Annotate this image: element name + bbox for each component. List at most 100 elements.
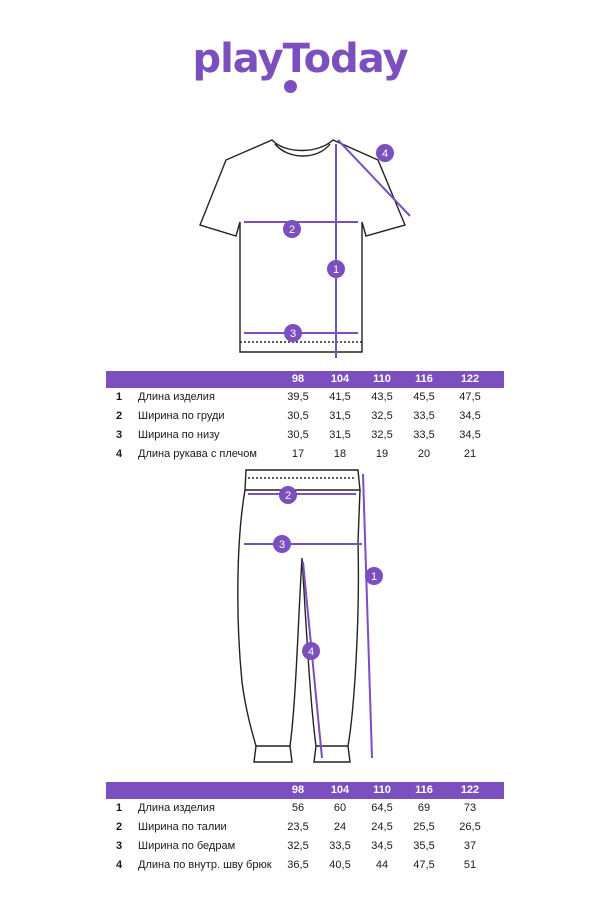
row-label: Ширина по бедрам — [138, 840, 236, 852]
row-label: Ширина по низу — [138, 429, 220, 441]
pants-size-table: 98 104 110 116 122 1 Длина изделия 56 60… — [106, 782, 504, 875]
pants-waistband — [244, 469, 361, 491]
cell: 64,5 — [371, 802, 393, 814]
row-number: 2 — [116, 410, 123, 422]
row-label: Ширина по груди — [138, 410, 225, 422]
cell: 24 — [333, 821, 347, 833]
cell: 43,5 — [371, 391, 393, 403]
cell: 73 — [463, 802, 477, 814]
row-number: 2 — [116, 821, 123, 833]
size-header: 104 — [330, 784, 350, 796]
marker-3 — [273, 535, 291, 553]
tshirt-markers: 4 2 1 3 — [283, 144, 394, 342]
cell: 33,5 — [329, 840, 351, 852]
cell: 23,5 — [287, 821, 309, 833]
tshirt-outline — [199, 139, 406, 353]
cell: 60 — [333, 802, 347, 814]
marker-2 — [283, 220, 301, 238]
size-header: 122 — [460, 784, 480, 796]
cell: 32,5 — [371, 410, 393, 422]
table-row: 2 Ширина по груди 30,5 31,5 32,5 33,5 34… — [106, 407, 504, 426]
table-header: 98 104 110 116 122 — [106, 782, 504, 799]
marker-3-label: 3 — [290, 328, 296, 340]
table-row: 3 Ширина по бедрам 32,5 33,5 34,5 35,5 3… — [106, 837, 504, 856]
cell: 34,5 — [371, 840, 393, 852]
cell: 25,5 — [413, 821, 435, 833]
marker-3-label: 3 — [279, 539, 285, 551]
cell: 37 — [463, 840, 477, 852]
row-label: Ширина по талии — [138, 821, 227, 833]
cell: 47,5 — [459, 391, 481, 403]
table-row: 4 Длина рукава с плечом 17 18 19 20 21 — [106, 445, 504, 464]
marker-4-label: 4 — [308, 646, 314, 658]
cell: 35,5 — [413, 840, 435, 852]
table-header: 98 104 110 116 122 — [106, 371, 504, 388]
row-number: 3 — [116, 840, 123, 852]
cell: 31,5 — [329, 429, 351, 441]
size-header: 116 — [415, 784, 433, 796]
row-label: Длина изделия — [138, 802, 215, 814]
pants-diagram: 2 3 1 4 — [237, 469, 383, 763]
left-cuff — [253, 745, 293, 763]
row-label: Длина изделия — [138, 391, 215, 403]
row-label: Длина рукава с плечом — [138, 448, 257, 460]
measure-line-4 — [302, 561, 323, 759]
cell: 34,5 — [459, 410, 481, 422]
cell: 18 — [333, 448, 347, 460]
size-header: 110 — [373, 373, 391, 385]
marker-1 — [365, 567, 383, 585]
cell: 40,5 — [329, 859, 351, 871]
cell: 45,5 — [413, 391, 435, 403]
size-header: 104 — [330, 373, 350, 385]
cell: 36,5 — [287, 859, 309, 871]
table-row: 2 Ширина по талии 23,5 24 24,5 25,5 26,5 — [106, 818, 504, 837]
cell: 20 — [417, 448, 431, 460]
cell: 31,5 — [329, 410, 351, 422]
cell: 69 — [417, 802, 431, 814]
cell: 33,5 — [413, 410, 435, 422]
marker-1 — [327, 260, 345, 278]
cell: 39,5 — [287, 391, 309, 403]
row-number: 3 — [116, 429, 123, 441]
pants-markers: 2 3 1 4 — [273, 486, 383, 660]
table-row: 1 Длина изделия 56 60 64,5 69 73 — [106, 799, 504, 818]
cell: 32,5 — [371, 429, 393, 441]
marker-3 — [284, 324, 302, 342]
measure-line-4 — [337, 139, 411, 217]
cell: 19 — [375, 448, 389, 460]
size-header: 116 — [415, 373, 433, 385]
size-header: 98 — [291, 373, 305, 385]
cell: 32,5 — [287, 840, 309, 852]
right-cuff — [313, 745, 351, 763]
size-header: 122 — [460, 373, 480, 385]
tshirt-collar — [274, 143, 331, 157]
row-label: Длина по внутр. шву брюк — [138, 859, 272, 871]
cell: 24,5 — [371, 821, 393, 833]
cell: 34,5 — [459, 429, 481, 441]
row-number: 1 — [116, 391, 123, 403]
marker-4 — [302, 642, 320, 660]
cell: 21 — [463, 448, 477, 460]
measure-line-1 — [362, 473, 373, 759]
marker-2-label: 2 — [289, 224, 295, 236]
marker-2-label: 2 — [285, 490, 291, 502]
size-header: 110 — [373, 784, 391, 796]
marker-2 — [279, 486, 297, 504]
logo-dot-icon — [284, 80, 297, 93]
table-row: 1 Длина изделия 39,5 41,5 43,5 45,5 47,5 — [106, 388, 504, 407]
row-number: 1 — [116, 802, 123, 814]
cell: 33,5 — [413, 429, 435, 441]
table-row: 3 Ширина по низу 30,5 31,5 32,5 33,5 34,… — [106, 426, 504, 445]
cell: 41,5 — [329, 391, 351, 403]
cell: 47,5 — [413, 859, 435, 871]
cell: 17 — [291, 448, 305, 460]
marker-4 — [376, 144, 394, 162]
cell: 26,5 — [459, 821, 481, 833]
cell: 51 — [463, 859, 477, 871]
tshirt-size-table: 98 104 110 116 122 1 Длина изделия 39,5 … — [106, 371, 504, 464]
cell: 30,5 — [287, 410, 309, 422]
table-row: 4 Длина по внутр. шву брюк 36,5 40,5 44 … — [106, 856, 504, 875]
size-header: 98 — [291, 784, 305, 796]
marker-1-label: 1 — [371, 571, 377, 583]
cell: 56 — [291, 802, 305, 814]
